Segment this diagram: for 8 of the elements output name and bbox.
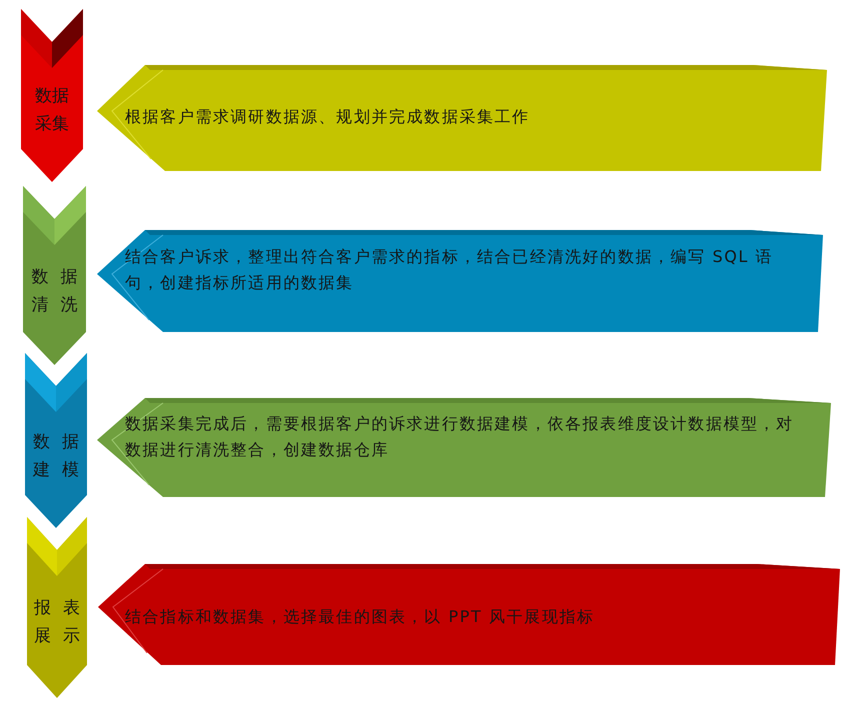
step-description: 结合客户诉求，整理出符合客户需求的指标，结合已经清洗好的数据，编写 SQL 语句，创建指标所适用的数据集 xyxy=(125,246,774,294)
step-label: 数据清洗 xyxy=(32,266,90,317)
step-label: 数据采集 xyxy=(35,85,70,136)
step-label: 数据建模 xyxy=(33,431,92,482)
step-description: 根据客户需求调研数据源、规划并完成数据采集工作 xyxy=(125,106,531,128)
step-label: 报表展示 xyxy=(34,597,93,648)
step-description: 结合指标和数据集，选择最佳的图表，以 PPT 风干展现指标 xyxy=(125,606,596,628)
step-description: 数据采集完成后，需要根据客户的诉求进行数据建模，依各报表维度设计数据模型，对数据进行清洗整合，创建数据仓库 xyxy=(125,413,795,461)
